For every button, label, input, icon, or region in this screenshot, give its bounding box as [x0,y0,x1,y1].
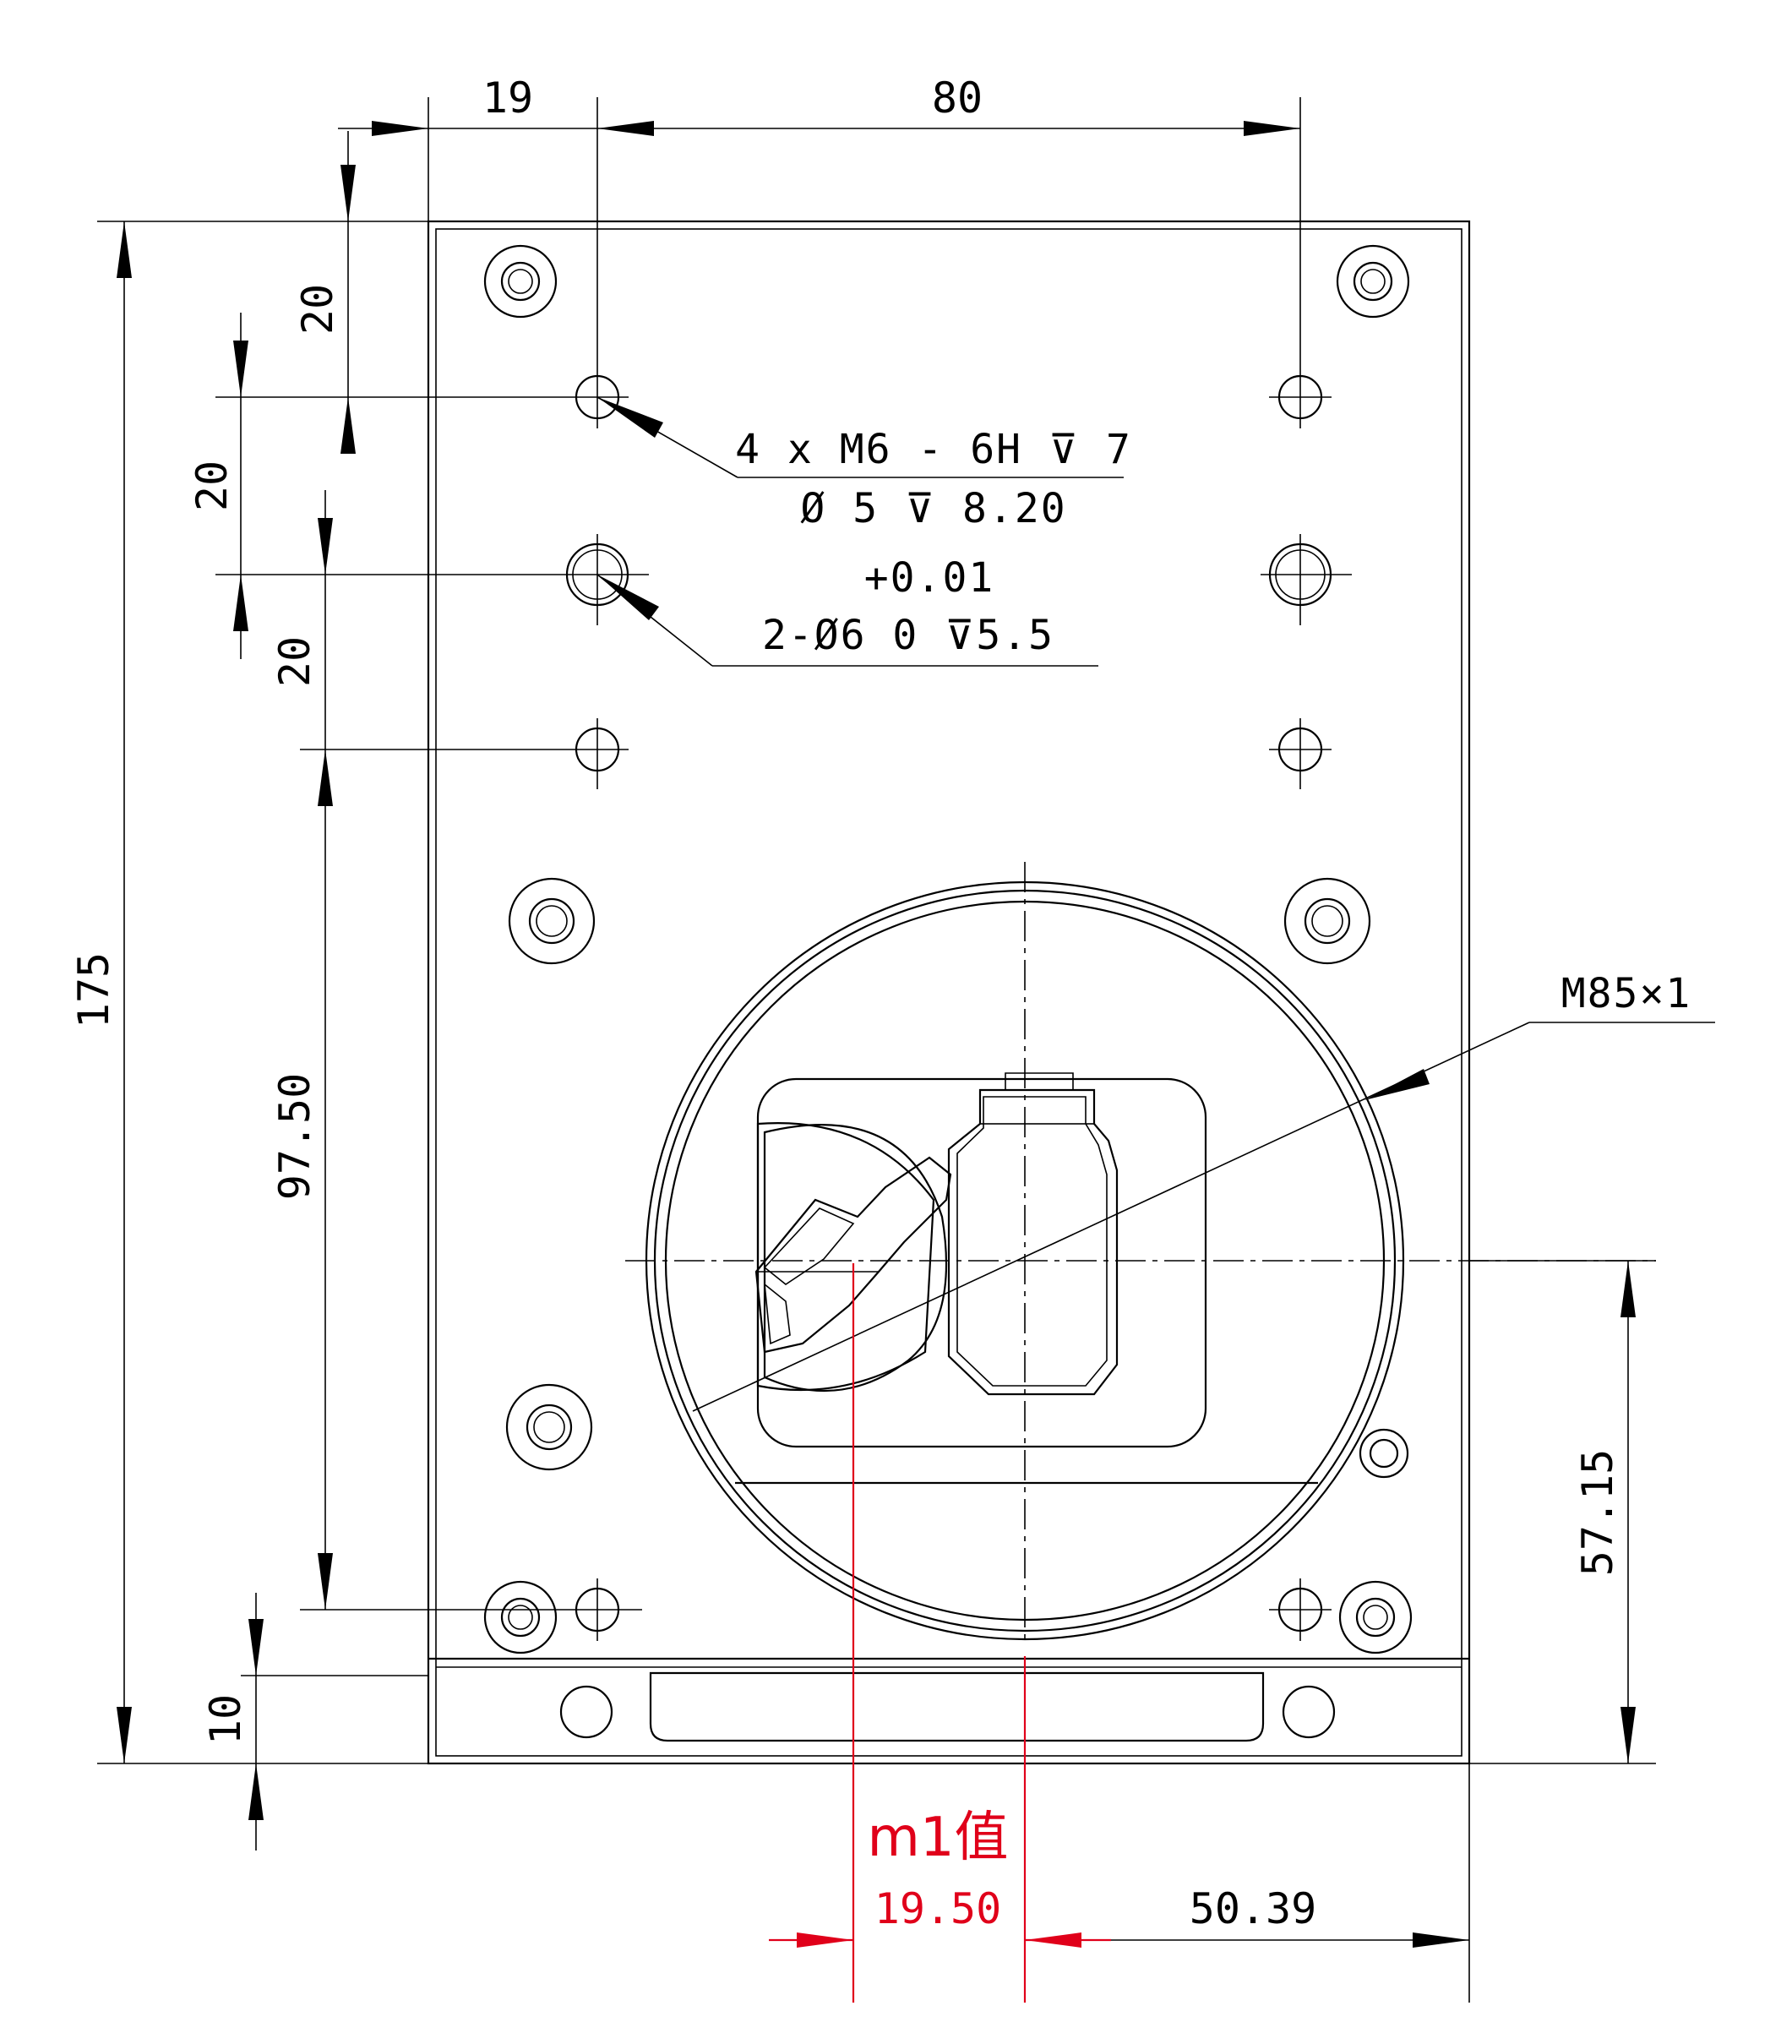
tapped-hole-callout-line2: Ø 5 ⊽ 8.20 [800,485,1066,532]
pin-hole-callout: 2-Ø6 0 ⊽5.5 [762,612,1054,659]
dim-175: 175 [69,952,118,1028]
tapped-hole-6 [1269,1578,1332,1641]
tapped-hole-3 [566,718,629,789]
hole-mid-right [1283,877,1371,965]
corner-hole-bottom-left [483,1580,558,1654]
dim-57-15: 57.15 [1573,1449,1622,1577]
extension-lines [97,97,1656,2003]
tapped-hole-callout-line1: 4 x M6 - 6H ⊽ 7 [735,426,1132,473]
dim-97-50: 97.50 [270,1073,319,1201]
plate-outline [427,220,1471,1765]
dim-50-39: 50.39 [1190,1884,1317,1933]
dim-20-b: 20 [188,461,237,511]
m1-label: m1值 [867,1807,1008,1869]
corner-hole-bottom-right [1338,1580,1413,1654]
tapped-hole-5 [566,1578,642,1641]
dim-10: 10 [201,1694,250,1745]
dimension-texts: 19 80 175 20 20 20 97.50 10 57.15 50.39 [69,74,1622,1933]
callout-texts: 4 x M6 - 6H ⊽ 7 Ø 5 ⊽ 8.20 +0.01 2-Ø6 0 … [735,426,1692,1017]
dim-19: 19 [482,74,533,123]
dim-80: 80 [932,74,983,123]
dim-20-c: 20 [270,636,319,687]
tapped-hole-4 [1269,718,1332,789]
strip-hole-right [1282,1685,1336,1739]
pin-hole-1 [558,534,649,625]
hole-low-right-small [1359,1428,1409,1479]
dimension-lines [117,121,1636,1948]
strip-hole-left [559,1685,613,1739]
dim-20-a: 20 [293,284,342,335]
leader-lines [596,396,1715,1412]
pin-hole-tolerance: +0.01 [864,554,995,602]
hole-low-left [505,1383,593,1471]
m1-value: 19.50 [874,1884,1002,1933]
thread-callout: M85×1 [1561,970,1692,1017]
m1-texts: m1值 19.50 [867,1807,1008,1933]
pin-hole-2 [1261,534,1352,625]
corner-hole-top-left [483,244,558,319]
corner-hole-top-right [1336,244,1410,319]
hole-mid-left [508,877,596,965]
m1-measurement [769,1263,1111,2003]
mounting-holes [483,244,1413,1739]
tapped-hole-2 [1269,366,1332,428]
